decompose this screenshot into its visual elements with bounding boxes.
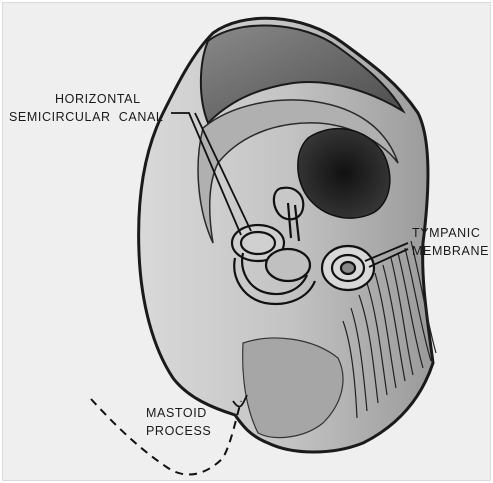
label-tym-line1: TYMPANIC: [412, 224, 489, 242]
label-tym-line2: MEMBRANE: [412, 242, 489, 260]
label-mastoid-process: MASTOID PROCESS: [146, 404, 211, 440]
label-mas-line1: MASTOID: [146, 404, 211, 422]
label-horizontal-semicircular-canal: HORIZONTAL SEMICIRCULAR CANAL: [9, 90, 164, 126]
label-hsc-line1: HORIZONTAL: [9, 90, 164, 108]
label-tympanic-membrane: TYMPANIC MEMBRANE: [412, 224, 489, 260]
label-mas-line2: PROCESS: [146, 422, 211, 440]
label-hsc-line2: SEMICIRCULAR CANAL: [9, 108, 164, 126]
